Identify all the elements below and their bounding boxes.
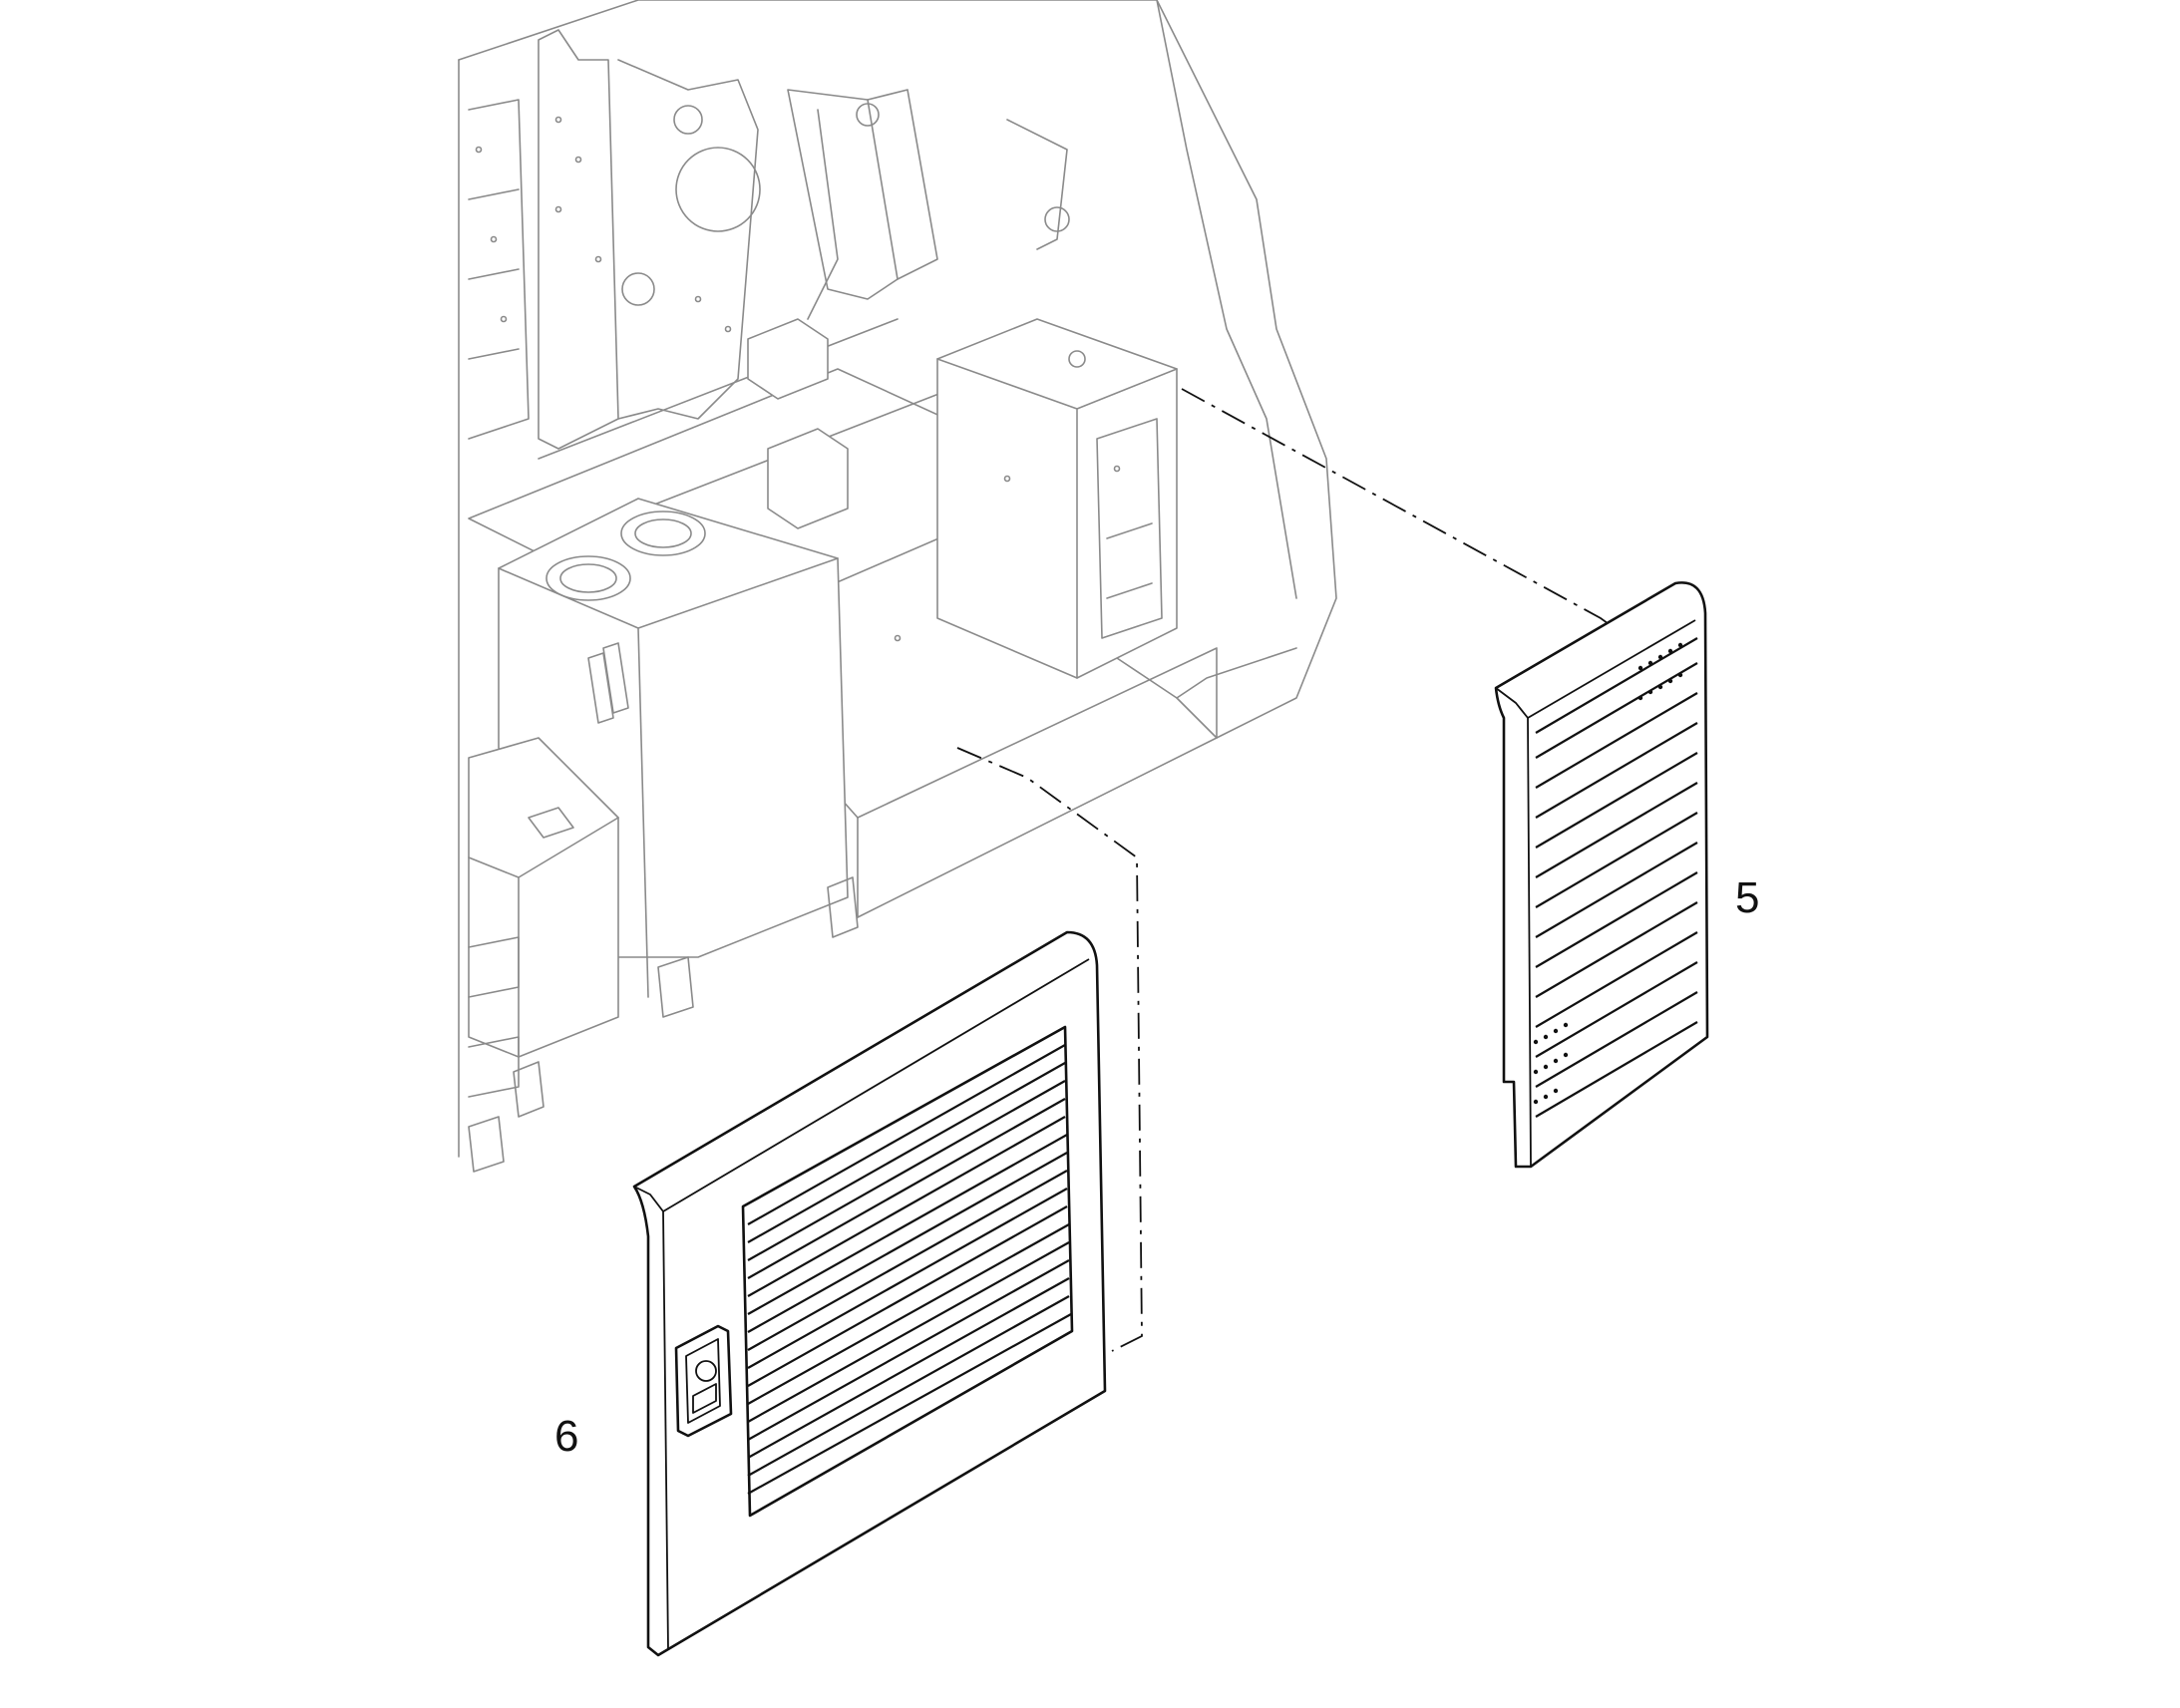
machine-frame-context-icon: [458, 0, 1337, 1173]
side-grille-panel-icon: [1494, 581, 1709, 1169]
door-latch-icon: [674, 1324, 733, 1438]
leader-line-5: [1181, 388, 1656, 659]
leader-line-6: [956, 747, 1143, 1352]
callout-number-6: 6: [554, 1412, 578, 1461]
callout-number-5: 5: [1735, 873, 1759, 922]
louvered-access-door-icon: [632, 930, 1107, 1657]
